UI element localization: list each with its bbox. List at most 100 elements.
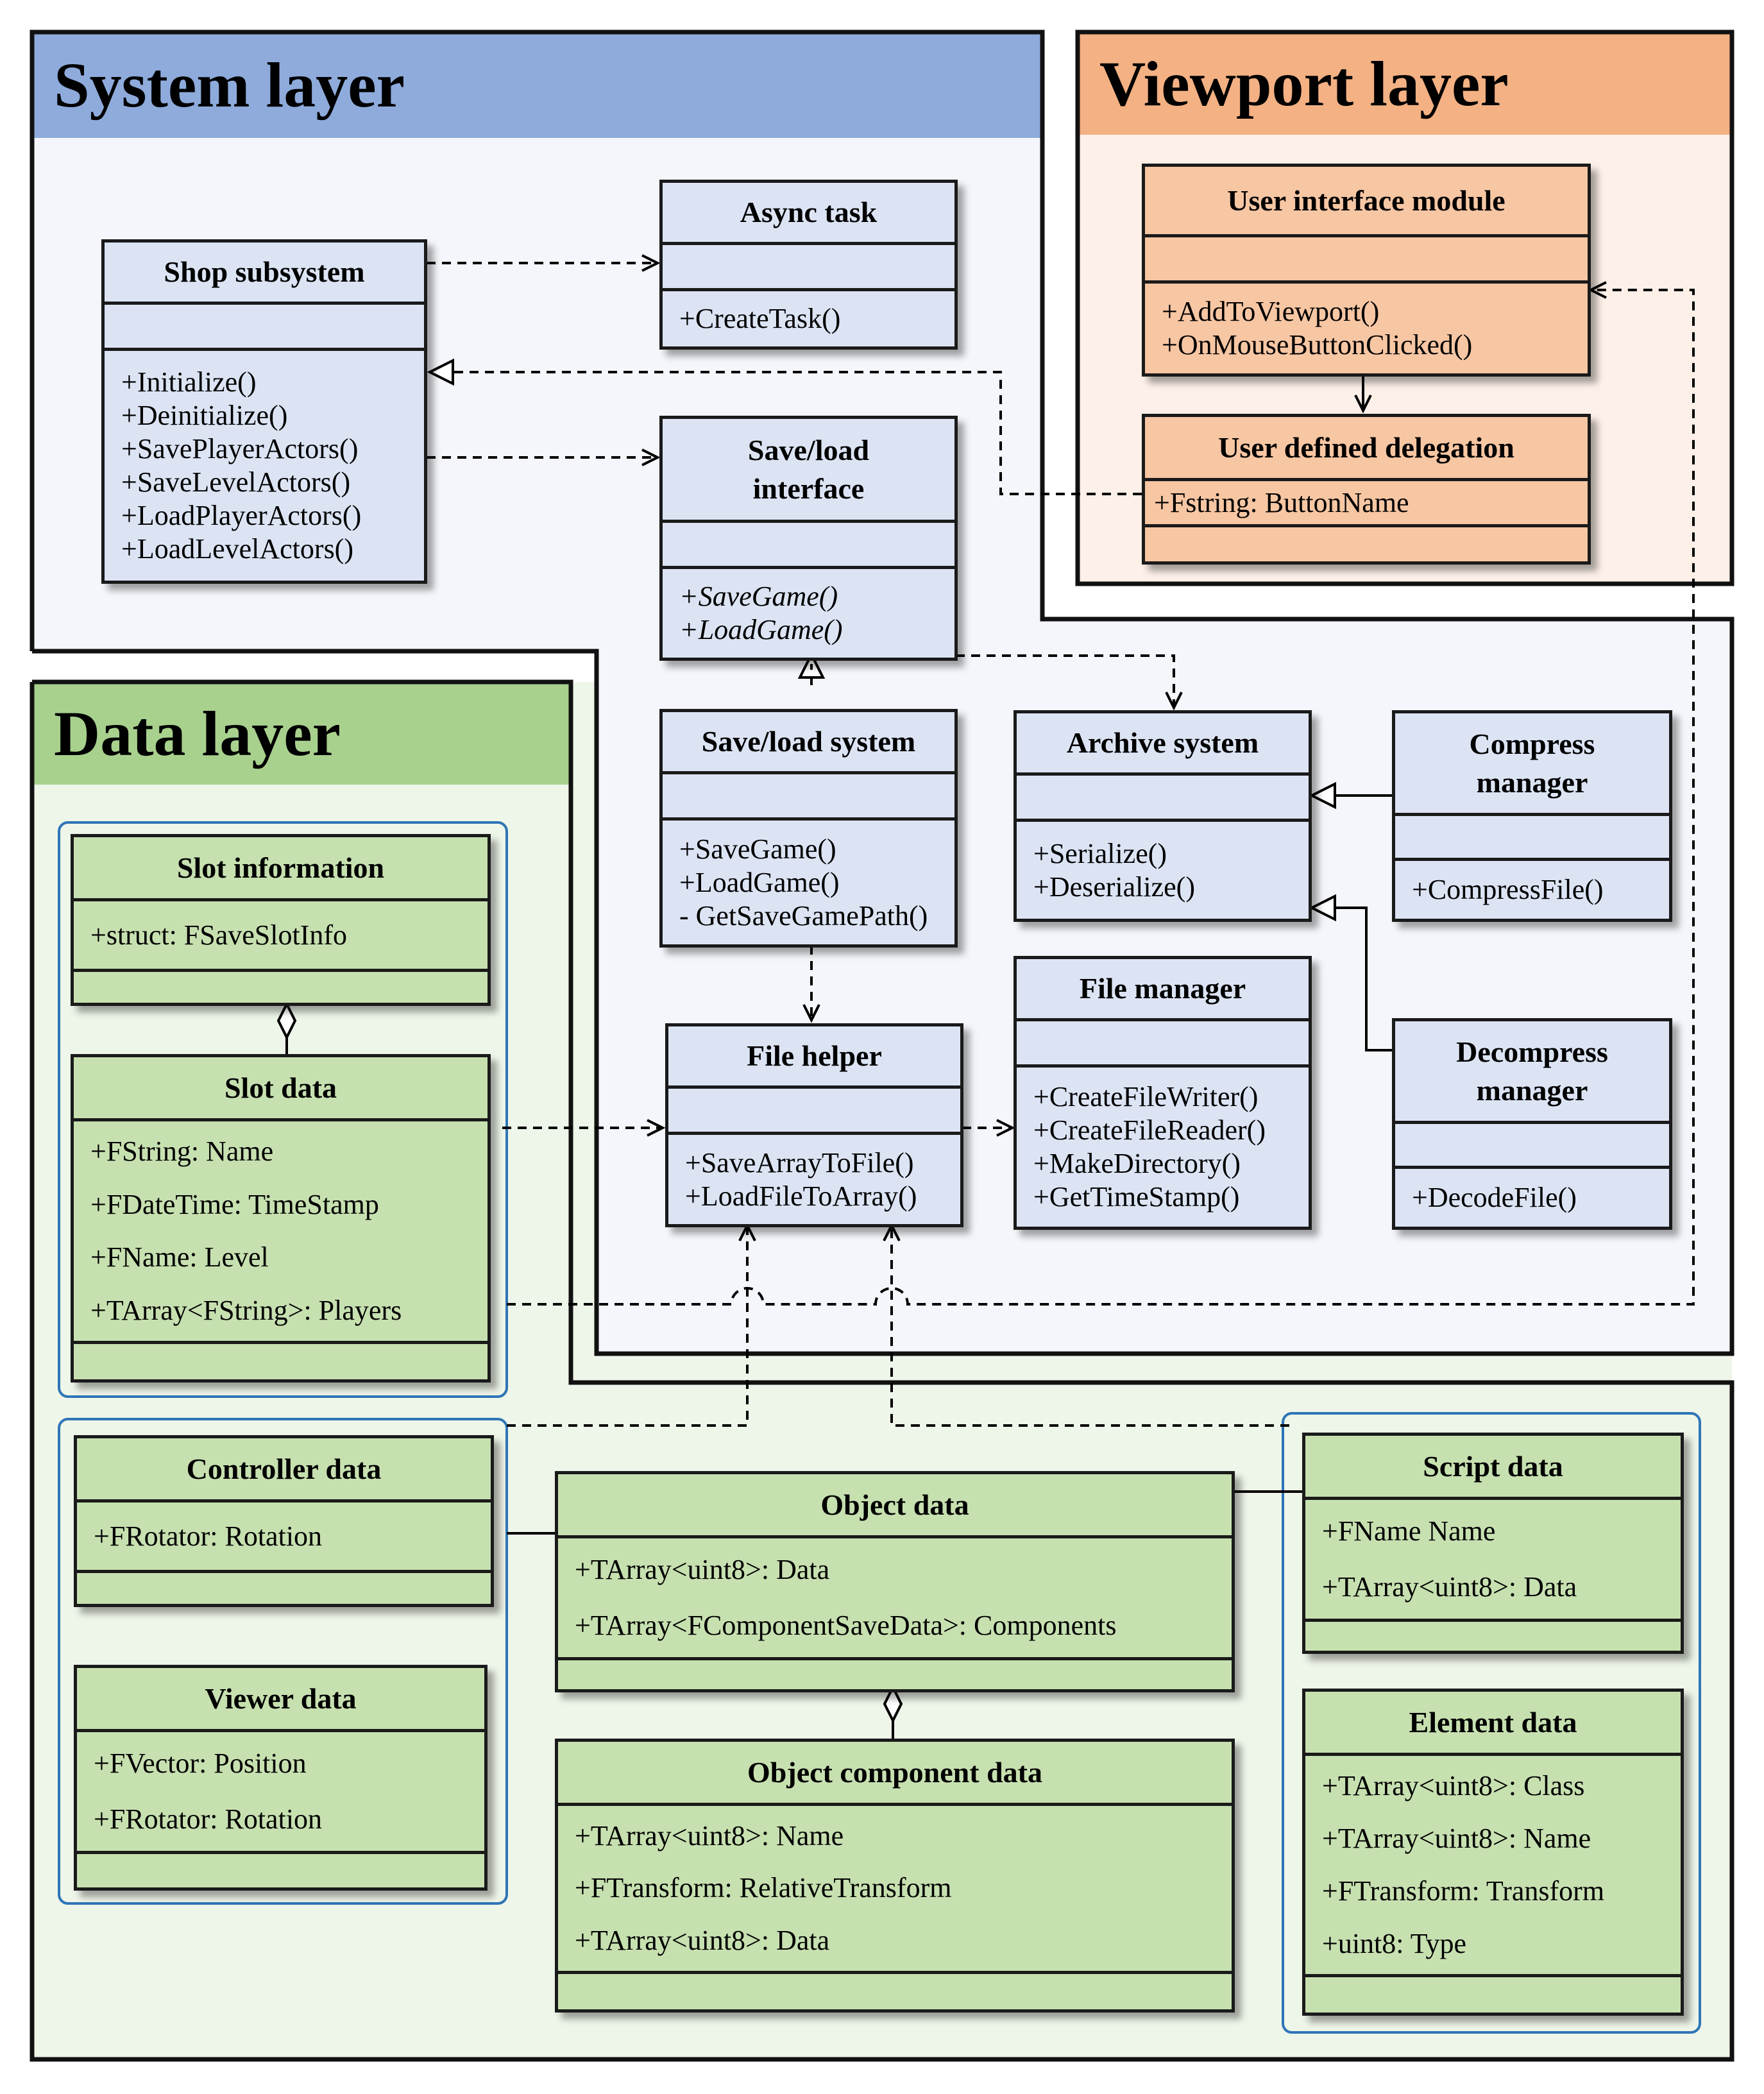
slot-data-class: Slot data +FString: Name +FDateTime: Tim…	[71, 1054, 491, 1383]
save-load-system-class: Save/load system +SaveGame() +LoadGame()…	[659, 709, 958, 948]
group-outlines	[58, 821, 1701, 2034]
save-load-interface-class: Save/load interface +SaveGame() +LoadGam…	[659, 416, 958, 661]
attribute: +FName Name	[1322, 1515, 1496, 1547]
attribute: +FTransform: RelativeTransform	[575, 1872, 952, 1904]
class-name: Viewer data	[77, 1668, 484, 1732]
class-attributes: +FString: Name +FDateTime: TimeStamp +FN…	[74, 1121, 488, 1344]
class-name: Shop subsystem	[105, 243, 424, 305]
class-name: Save/load interface	[663, 419, 954, 523]
class-methods: +AddToViewport() +OnMouseButtonClicked()	[1145, 284, 1588, 373]
controller-data-class: Controller data +FRotator: Rotation	[74, 1435, 494, 1607]
class-methods: +SaveGame() +LoadGame() - GetSaveGamePat…	[663, 821, 954, 944]
class-methods	[558, 1660, 1232, 1689]
class-name: Controller data	[77, 1438, 491, 1502]
element-data-class: Element data +TArray<uint8>: Class +TArr…	[1302, 1689, 1684, 2016]
class-attributes	[1145, 237, 1588, 284]
method: +LoadGame()	[679, 614, 843, 645]
class-name-line: manager	[1476, 1073, 1588, 1107]
class-attributes	[1395, 816, 1669, 861]
class-methods: +CompressFile()	[1395, 861, 1669, 919]
class-name-line: interface	[752, 472, 865, 505]
class-name: User defined delegation	[1145, 417, 1588, 481]
method: +GetTimeStamp()	[1033, 1181, 1240, 1213]
attribute: +FDateTime: TimeStamp	[90, 1188, 379, 1220]
class-name: File helper	[668, 1026, 960, 1089]
class-methods: +Initialize() +Deinitialize() +SavePlaye…	[105, 351, 424, 581]
class-methods: +SaveGame() +LoadGame()	[663, 569, 954, 658]
class-attributes: +struct: FSaveSlotInfo	[74, 901, 488, 972]
class-attributes	[663, 523, 954, 569]
method: +CreateFileReader()	[1033, 1114, 1266, 1146]
method: +Initialize()	[121, 366, 257, 398]
class-name: Object component data	[558, 1742, 1232, 1806]
class-name-line: Compress	[1469, 727, 1595, 760]
data-layer-title: Data layer	[32, 682, 571, 785]
class-methods: +CreateTask()	[663, 291, 954, 346]
class-name-line: Save/load	[747, 433, 870, 466]
method: +OnMouseButtonClicked()	[1162, 329, 1473, 361]
attribute: +FName: Level	[90, 1241, 269, 1273]
method: +SaveGame()	[679, 833, 836, 865]
class-attributes: +TArray<uint8>: Class +TArray<uint8>: Na…	[1305, 1756, 1681, 1977]
attribute: +TArray<uint8>: Data	[1322, 1571, 1577, 1603]
class-name-line: manager	[1476, 765, 1588, 799]
class-name: Object data	[558, 1474, 1232, 1538]
file-helper-class: File helper +SaveArrayToFile() +LoadFile…	[665, 1023, 963, 1227]
class-attributes	[1395, 1124, 1669, 1169]
attribute: +TArray<uint8>: Name	[575, 1819, 844, 1851]
method: +SaveArrayToFile()	[685, 1146, 914, 1179]
attribute: +TArray<FComponentSaveData>: Components	[575, 1609, 1117, 1641]
class-attributes	[663, 774, 954, 821]
decompress-manager-class: Decompress manager +DecodeFile()	[1392, 1018, 1672, 1230]
class-name: Async task	[663, 183, 954, 245]
class-name: File manager	[1017, 959, 1309, 1021]
method: +CompressFile()	[1412, 874, 1604, 905]
method: - GetSaveGamePath()	[679, 899, 928, 932]
class-attributes: +FVector: Position +FRotator: Rotation	[77, 1732, 484, 1854]
class-methods: +SaveArrayToFile() +LoadFileToArray()	[668, 1135, 960, 1224]
class-name: Compress manager	[1395, 713, 1669, 816]
script-data-class: Script data +FName Name +TArray<uint8>: …	[1302, 1433, 1684, 1654]
class-methods: +CreateFileWriter() +CreateFileReader() …	[1017, 1068, 1309, 1227]
method: +LoadGame()	[679, 866, 840, 898]
layer-outlines	[30, 30, 1734, 2062]
async-task-class: Async task +CreateTask()	[659, 180, 958, 350]
method: +LoadLevelActors()	[121, 533, 353, 565]
attribute: +TArray<uint8>: Data	[575, 1925, 830, 1957]
attribute: +struct: FSaveSlotInfo	[90, 919, 348, 951]
compress-manager-class: Compress manager +CompressFile()	[1392, 710, 1672, 922]
method: +MakeDirectory()	[1033, 1148, 1241, 1179]
class-attributes: +FName Name +TArray<uint8>: Data	[1305, 1500, 1681, 1622]
file-manager-class: File manager +CreateFileWriter() +Create…	[1013, 956, 1312, 1230]
attribute: +TArray<FString>: Players	[90, 1294, 402, 1326]
method: +Serialize()	[1033, 837, 1167, 869]
attribute: +uint8: Type	[1322, 1928, 1467, 1959]
attribute: +TArray<uint8>: Name	[1322, 1823, 1591, 1854]
class-attributes	[105, 305, 424, 351]
attribute: +TArray<uint8>: Class	[1322, 1770, 1585, 1801]
method: +AddToViewport()	[1162, 296, 1380, 327]
method: +Deinitialize()	[121, 400, 288, 431]
slot-information-class: Slot information +struct: FSaveSlotInfo	[71, 834, 491, 1006]
method: +CreateTask()	[679, 303, 841, 334]
class-name: Slot information	[74, 837, 488, 901]
class-attributes	[663, 245, 954, 291]
class-methods	[1145, 527, 1588, 561]
class-name: Decompress manager	[1395, 1021, 1669, 1124]
attribute: +FRotator: Rotation	[94, 1520, 323, 1552]
class-methods: +Serialize() +Deserialize()	[1017, 822, 1309, 919]
method: +Deserialize()	[1033, 871, 1195, 903]
attribute: +FRotator: Rotation	[94, 1803, 323, 1835]
method: +LoadPlayerActors()	[121, 500, 362, 531]
shop-subsystem-class: Shop subsystem +Initialize() +Deinitiali…	[101, 239, 427, 584]
method: +DecodeFile()	[1412, 1182, 1577, 1213]
attribute: +FTransform: Transform	[1322, 1875, 1605, 1907]
class-methods	[77, 1854, 484, 1887]
object-component-data-class: Object component data +TArray<uint8>: Na…	[555, 1739, 1235, 2013]
attribute: +Fstring: ButtonName	[1154, 486, 1409, 518]
class-methods: +DecodeFile()	[1395, 1169, 1669, 1227]
class-name: Archive system	[1017, 713, 1309, 776]
class-methods	[1305, 1622, 1681, 1651]
viewer-data-class: Viewer data +FVector: Position +FRotator…	[74, 1665, 488, 1891]
